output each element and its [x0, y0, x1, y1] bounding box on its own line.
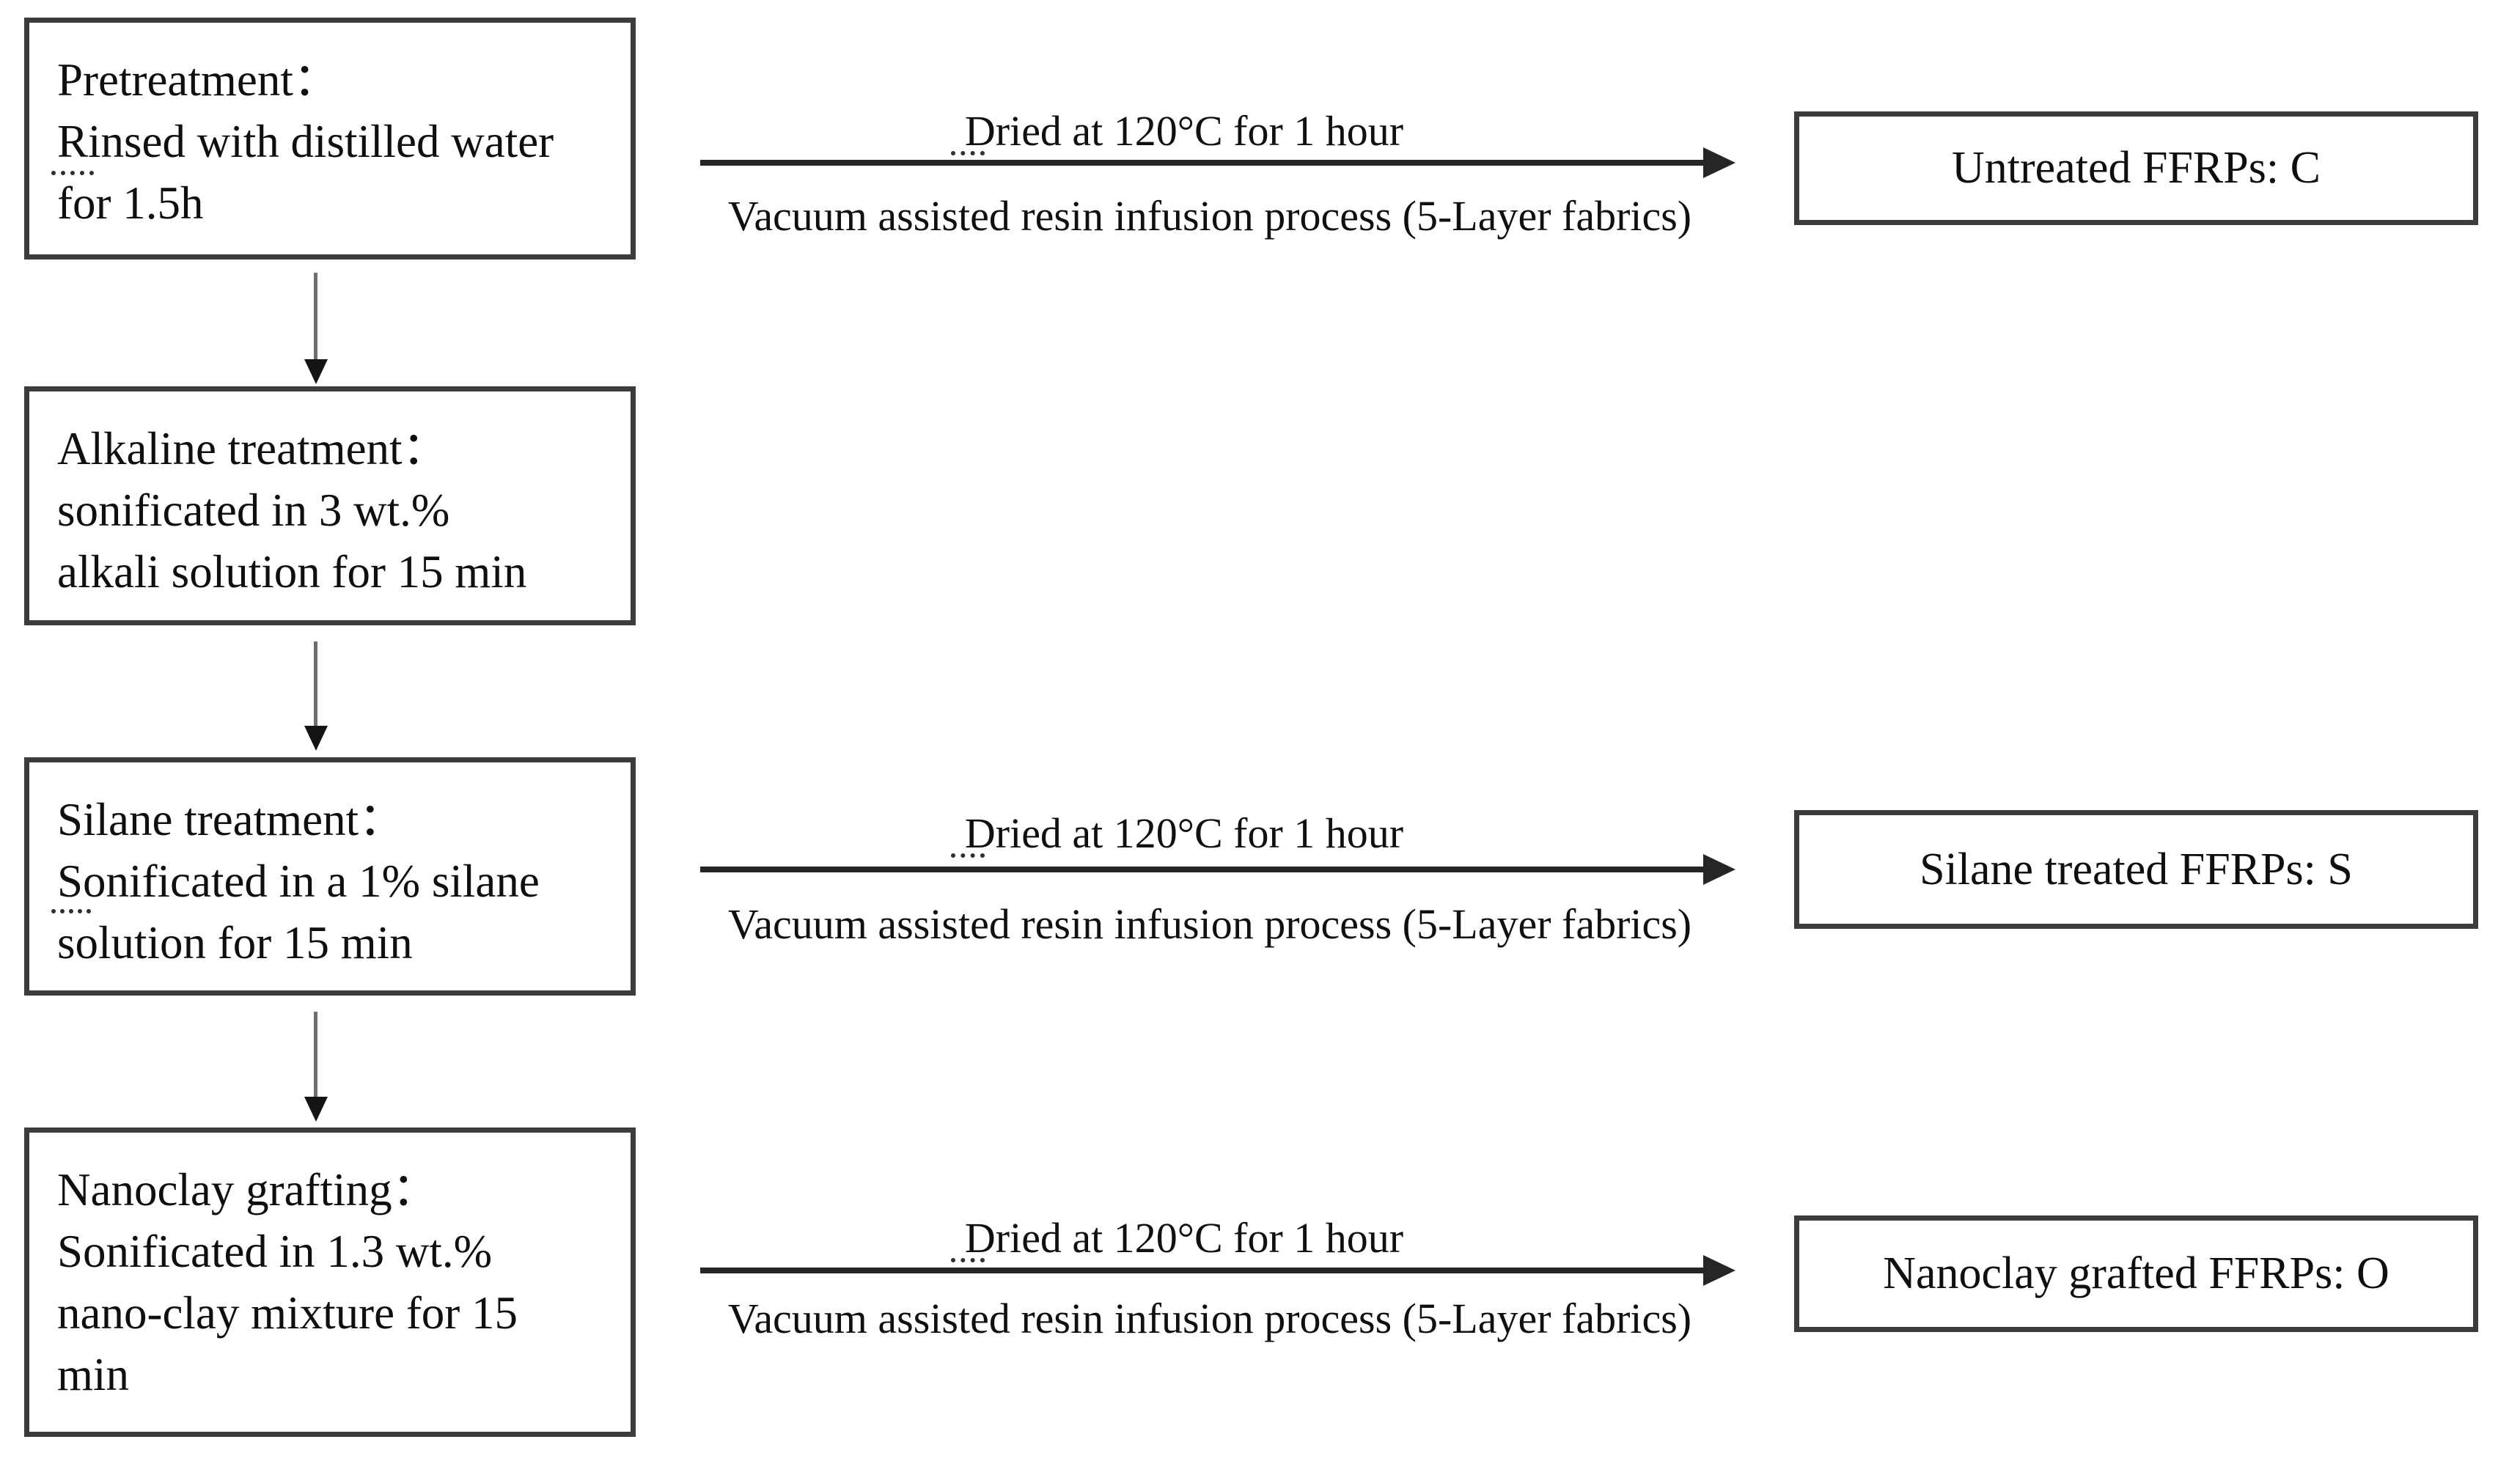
- step-line: Silane treatment：: [57, 794, 405, 845]
- step-line: Sonificated in a 1% silane: [57, 856, 540, 907]
- result-box-untreated: Untreated FFRPs: C: [1794, 111, 2478, 225]
- down-arrowhead-icon: [304, 359, 328, 384]
- down-arrowhead-icon: [304, 1097, 328, 1122]
- step-line: Alkaline treatment：: [57, 423, 449, 474]
- result-label: Untreated FFRPs: C: [1952, 143, 2321, 193]
- spellcheck-squiggle: [51, 171, 94, 175]
- step-box-alkaline-treatment: Alkaline treatment： sonificated in 3 wt.…: [24, 386, 636, 625]
- result-box-nanoclay-grafted: Nanoclay grafted FFRPs: O: [1794, 1215, 2478, 1332]
- down-arrow-connector: [314, 273, 317, 359]
- step-line: Rinsed with distilled water: [57, 116, 554, 167]
- step-line: Sonificated in 1.3 wt.%: [57, 1226, 493, 1277]
- down-arrow-connector: [314, 1012, 317, 1097]
- spellcheck-squiggle: [951, 853, 985, 858]
- process-label: Vacuum assisted resin infusion process (…: [727, 1295, 1692, 1342]
- spellcheck-squiggle: [51, 909, 91, 913]
- right-arrow-connector: [700, 867, 1703, 872]
- process-label: Vacuum assisted resin infusion process (…: [727, 900, 1692, 948]
- dried-label: Dried at 120°C for 1 hour: [964, 107, 1404, 155]
- right-arrowhead-icon: [1703, 147, 1735, 178]
- step-line: solution for 15 min: [57, 917, 413, 968]
- process-label: Vacuum assisted resin infusion process (…: [727, 192, 1692, 240]
- result-label: Silane treated FFRPs: S: [1920, 844, 2353, 894]
- right-arrowhead-icon: [1703, 854, 1735, 885]
- step-box-silane-treatment: Silane treatment： Sonificated in a 1% si…: [24, 757, 636, 996]
- step-line: for 1.5h: [57, 177, 204, 229]
- step-box-nanoclay-grafting: Nanoclay grafting： Sonificated in 1.3 wt…: [24, 1128, 636, 1437]
- step-line: Nanoclay grafting：: [57, 1164, 438, 1215]
- dried-label: Dried at 120°C for 1 hour: [964, 1214, 1404, 1262]
- step-line: min: [57, 1349, 130, 1400]
- step-box-pretreatment: Pretreatment： Rinsed with distilled wate…: [24, 18, 636, 260]
- step-line: alkali solution for 15 min: [57, 546, 527, 597]
- right-arrow-connector: [700, 160, 1703, 166]
- result-box-silane-treated: Silane treated FFRPs: S: [1794, 810, 2478, 929]
- result-label: Nanoclay grafted FFRPs: O: [1883, 1248, 2389, 1298]
- spellcheck-squiggle: [951, 151, 985, 155]
- down-arrow-connector: [314, 641, 317, 726]
- spellcheck-squiggle: [951, 1258, 985, 1262]
- dried-label: Dried at 120°C for 1 hour: [964, 809, 1404, 857]
- step-line: Pretreatment：: [57, 54, 339, 106]
- step-line: nano-clay mixture for 15: [57, 1287, 518, 1339]
- right-arrowhead-icon: [1703, 1255, 1735, 1286]
- down-arrowhead-icon: [304, 726, 328, 751]
- step-line: sonificated in 3 wt.%: [57, 485, 450, 536]
- right-arrow-connector: [700, 1268, 1703, 1273]
